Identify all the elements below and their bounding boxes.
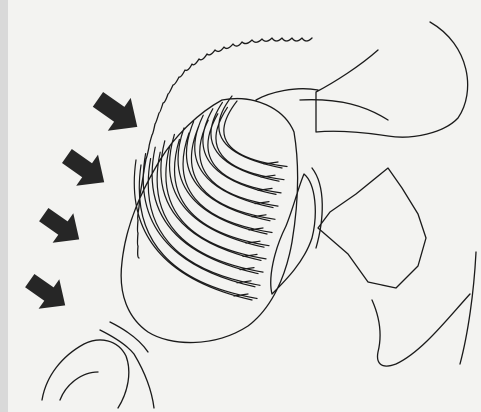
scan-edge-left [0, 0, 8, 412]
